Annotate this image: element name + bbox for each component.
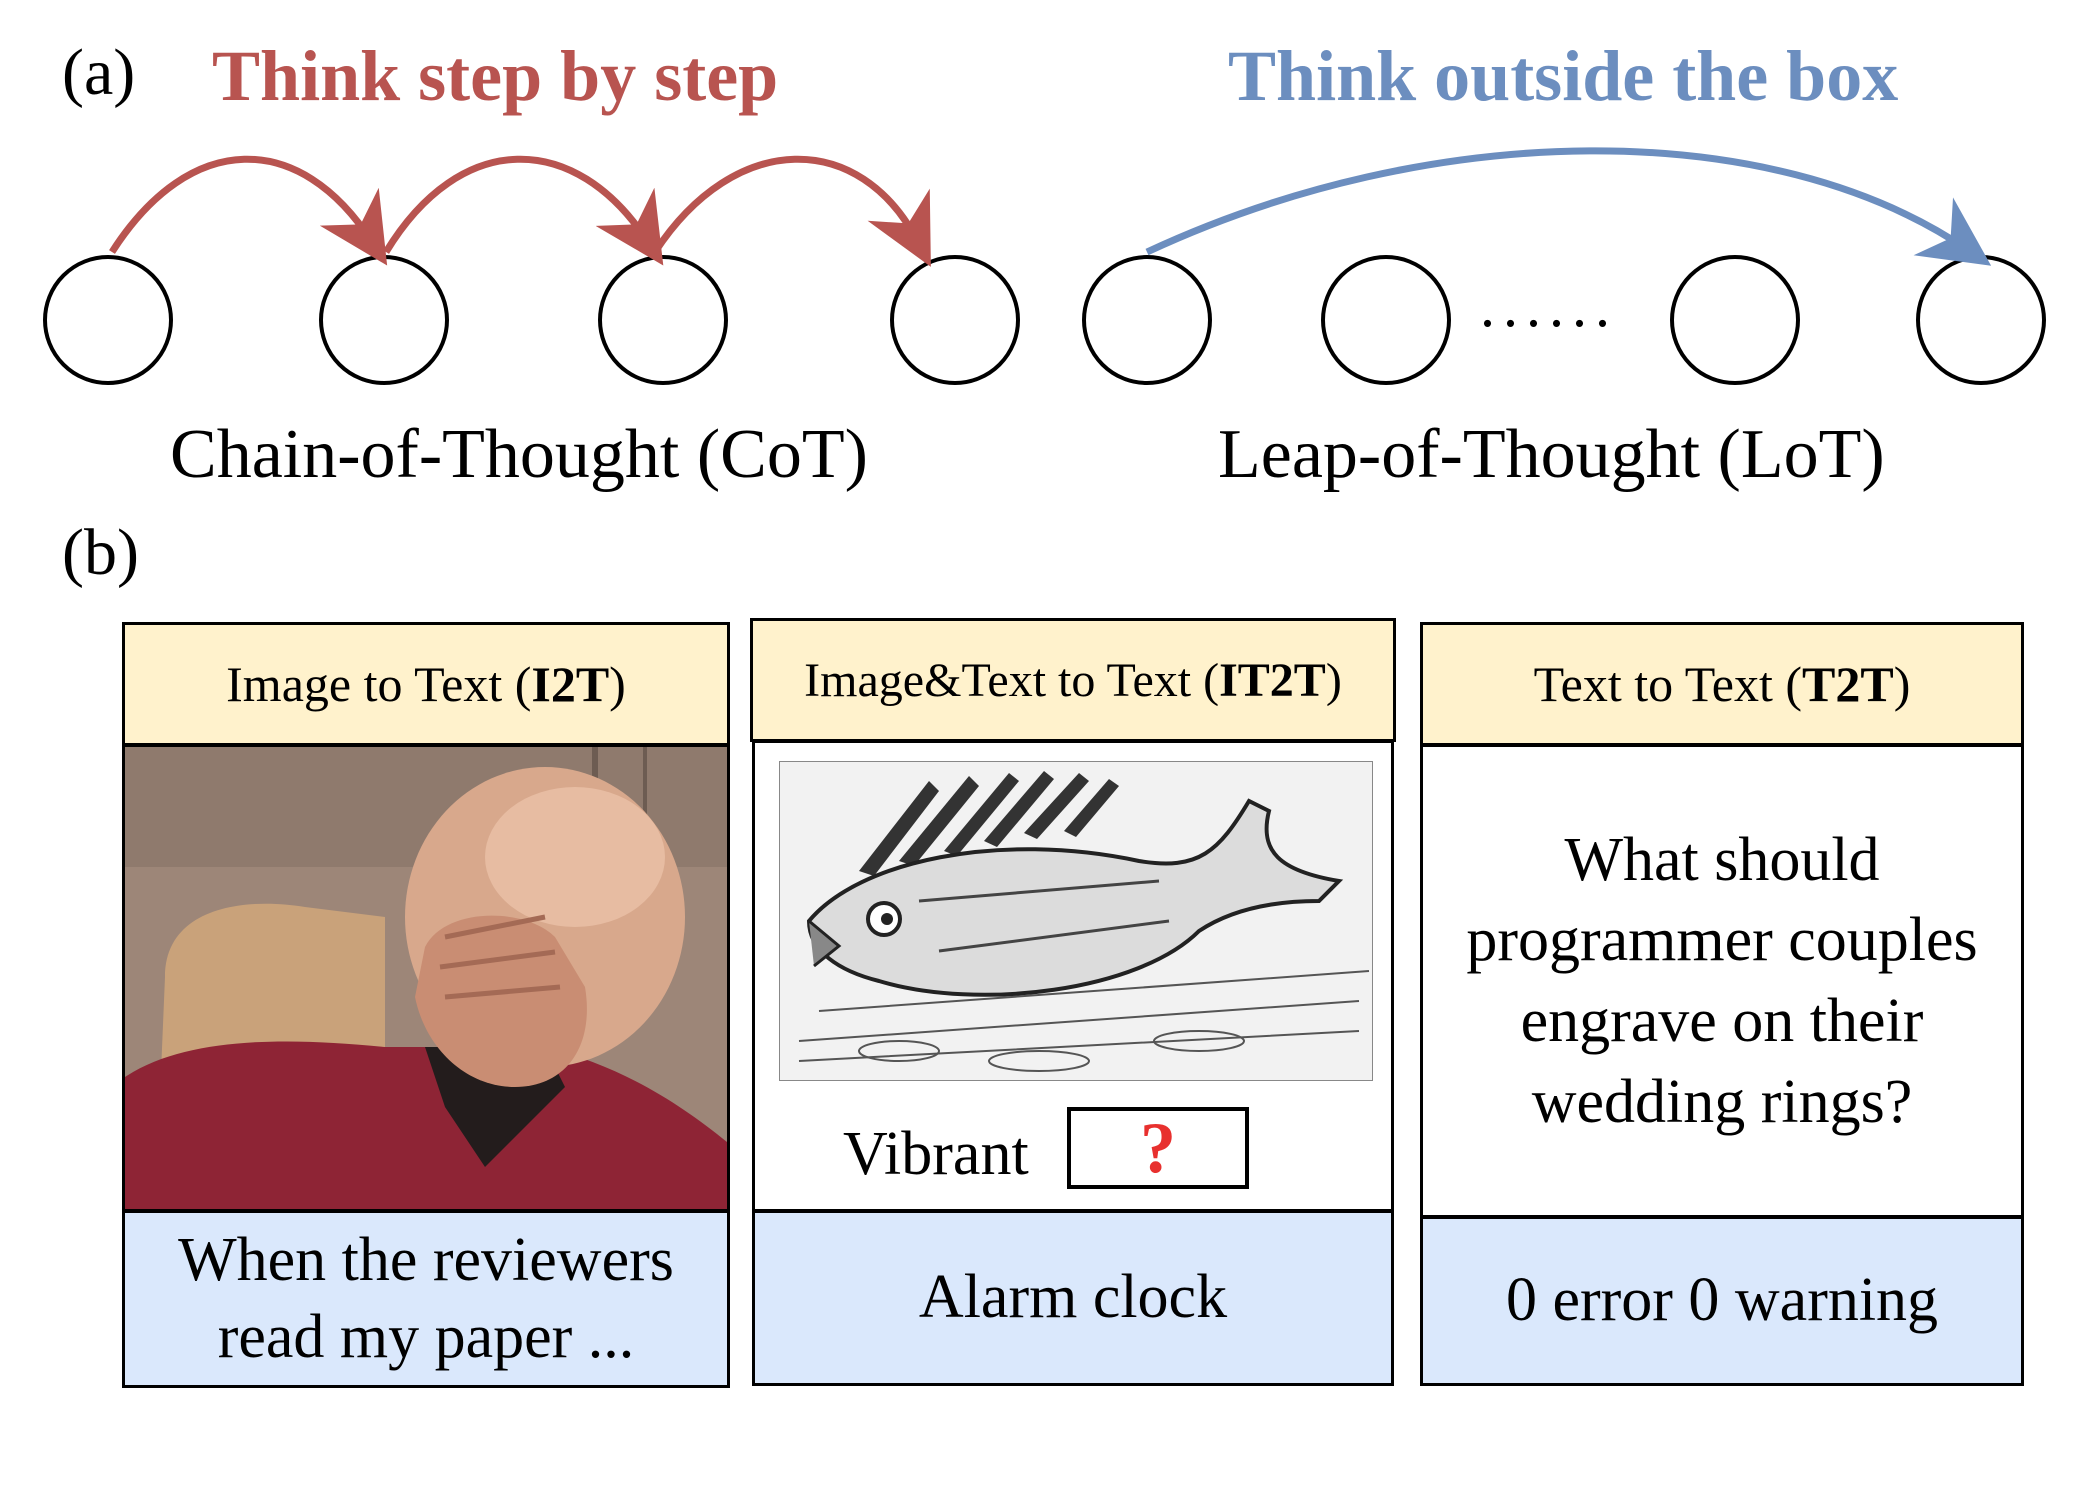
lot-node-2 (1321, 255, 1451, 385)
cot-label: Chain-of-Thought (CoT) (170, 416, 868, 493)
question-mark-icon: ? (1140, 1108, 1176, 1188)
lot-node-1 (1082, 255, 1212, 385)
cot-node-1 (43, 255, 173, 385)
cot-title: Think step by step (212, 36, 779, 116)
cot-node-3 (598, 255, 728, 385)
i2t-header-suffix: ) (609, 656, 626, 712)
i2t-header-prefix: Image to Text ( (226, 656, 532, 712)
thought-diagram (43, 147, 2046, 385)
lot-label: Leap-of-Thought (LoT) (1218, 416, 1885, 493)
lot-node-4 (1916, 255, 2046, 385)
t2t-header-suffix: ) (1893, 656, 1911, 712)
it2t-header-prefix: Image&Text to Text ( (804, 653, 1220, 707)
it2t-header: Image&Text to Text (IT2T) (750, 618, 1396, 742)
lot-node-3 (1670, 255, 1800, 385)
cot-arrow-3 (652, 155, 931, 267)
cot-node-4 (890, 255, 1020, 385)
lot-title: Think outside the box (1228, 36, 1899, 116)
t2t-header: Text to Text (T2T) (1420, 622, 2024, 746)
it2t-prompt-word: Vibrant (843, 1120, 1029, 1188)
facepalm-illustration (125, 747, 727, 1209)
t2t-question: What should programmer couples engrave o… (1466, 825, 1978, 1136)
i2t-header-bold: I2T (531, 656, 610, 712)
it2t-body: Vibrant ? (752, 740, 1394, 1212)
t2t-body: What should programmer couples engrave o… (1420, 744, 2024, 1218)
t2t-header-bold: T2T (1802, 656, 1894, 712)
cot-arrow-2 (383, 155, 664, 266)
it2t-caption: Alarm clock (752, 1210, 1394, 1386)
t2t-header-prefix: Text to Text ( (1533, 656, 1803, 712)
it2t-header-bold: IT2T (1219, 653, 1326, 707)
i2t-header: Image to Text (I2T) (122, 622, 730, 746)
t2t-caption: 0 error 0 warning (1420, 1216, 2024, 1386)
fish-illustration (779, 761, 1373, 1081)
cot-arrow-1 (109, 155, 388, 266)
cot-node-2 (319, 255, 449, 385)
it2t-blank-box: ? (1067, 1107, 1249, 1189)
i2t-caption: When the reviewers read my paper ... (122, 1210, 730, 1388)
i2t-image (122, 744, 730, 1212)
lot-ellipsis: ...... (1480, 273, 1618, 339)
panel-a-label: (a) (62, 36, 136, 109)
lot-arrow (1145, 147, 1992, 266)
panel-b-label: (b) (62, 516, 139, 589)
it2t-header-suffix: ) (1325, 653, 1342, 707)
